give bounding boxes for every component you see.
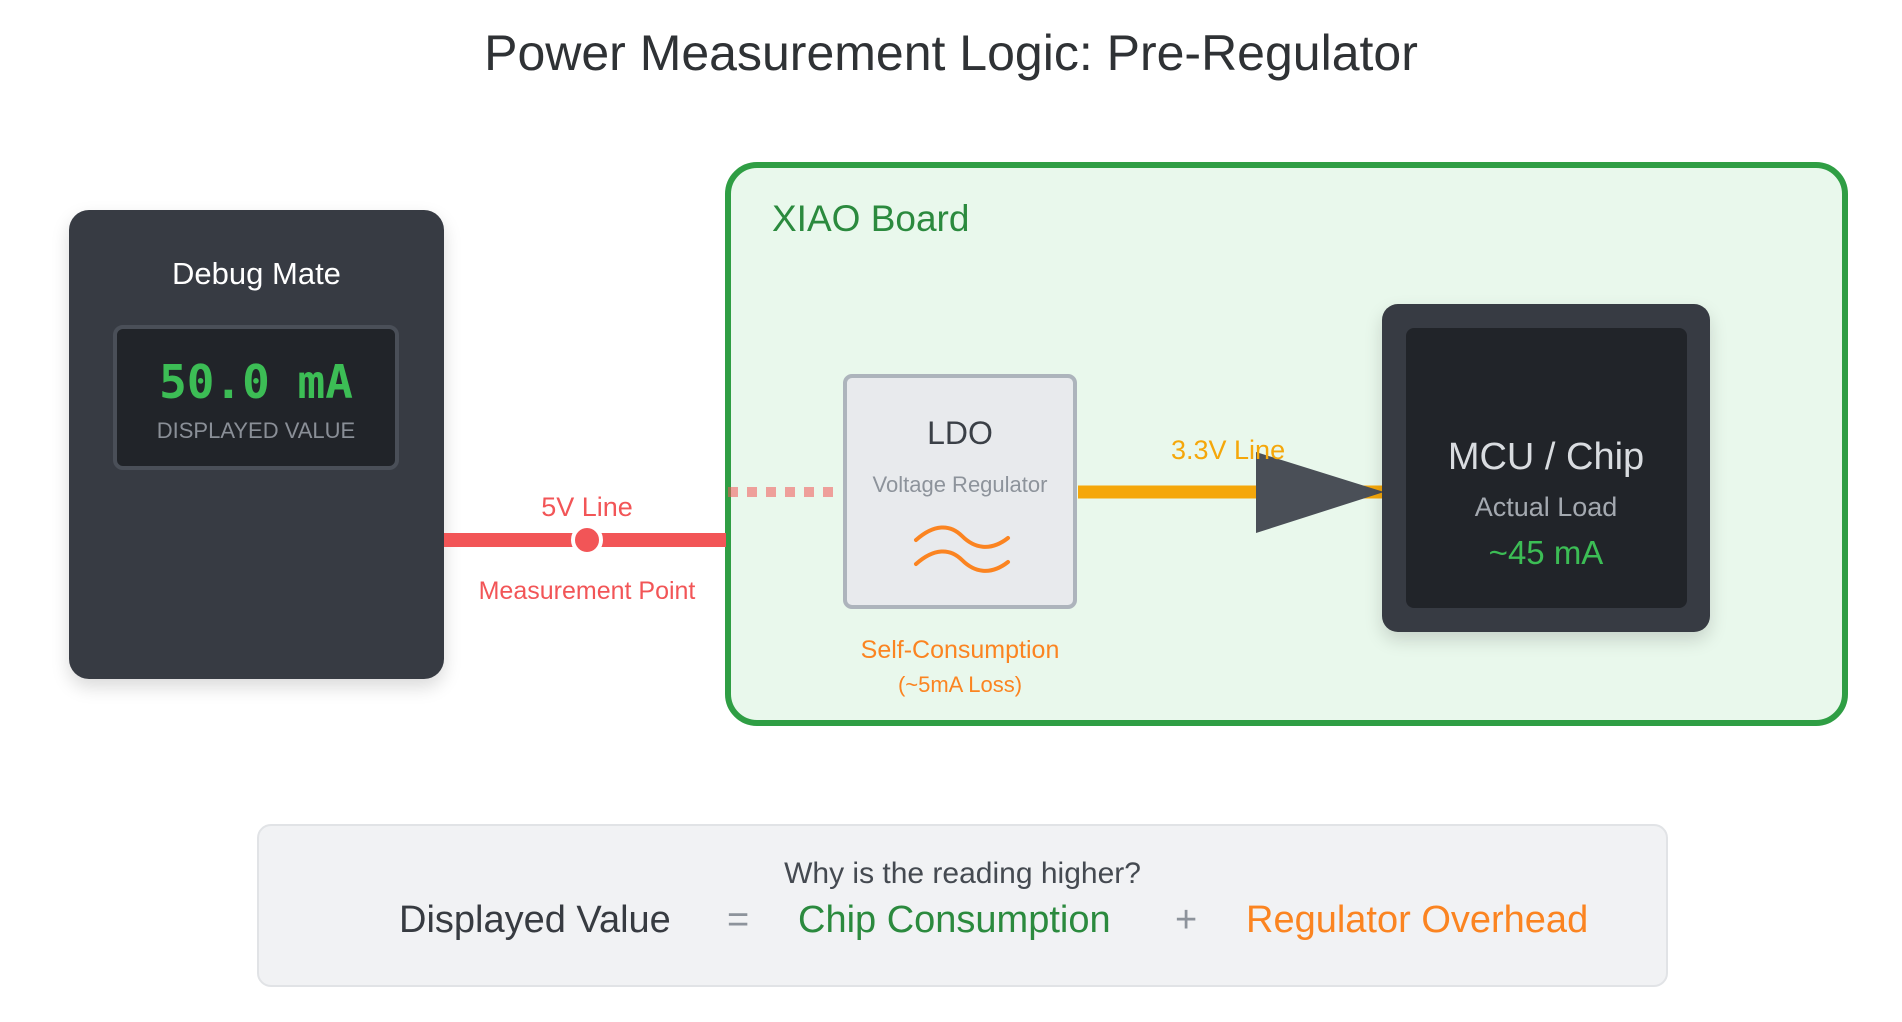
debug-mate-device: Debug Mate 50.0 mA DISPLAYED VALUE [69,210,444,679]
summary-panel [257,824,1668,987]
summary-question: Why is the reading higher? [784,857,1141,890]
self-consumption-label: Self-Consumption [860,636,1060,664]
equation-regulator-overhead: Regulator Overhead [1246,899,1589,941]
measurement-point-label: Measurement Point [478,577,696,605]
debug-mate-title: Debug Mate [172,256,341,291]
ldo-title: LDO [927,415,993,451]
current-reading: 50.0 mA [159,355,353,409]
equation-displayed-value: Displayed Value [399,899,671,941]
equation-plus-sign: + [1175,899,1198,941]
measurement-point-dot [571,524,603,556]
diagram-title: Power Measurement Logic: Pre-Regulator [484,25,1418,81]
mcu-chip-die [1406,328,1687,608]
loss-amount-label: (~5mA Loss) [897,672,1023,697]
equation-chip-consumption: Chip Consumption [798,899,1111,941]
three-volt-line-label: 3.3V Line [1171,435,1286,465]
mcu-subtitle: Actual Load [1474,492,1618,522]
ldo-subtitle: Voltage Regulator [872,472,1048,497]
summary-equation: Displayed Value = Chip Consumption + Reg… [257,897,1668,943]
xiao-board-label: XIAO Board [772,198,970,239]
mcu-load-value: ~45 mA [1488,534,1604,571]
debug-mate-screen: 50.0 mA DISPLAYED VALUE [113,325,399,470]
five-volt-line-label: 5V Line [541,492,633,522]
sine-wave-icon [914,525,1010,573]
equation-equals-sign: = [727,899,750,941]
reading-label: DISPLAYED VALUE [156,418,356,443]
ldo-regulator-box [843,374,1077,609]
mcu-title: MCU / Chip [1447,436,1645,478]
